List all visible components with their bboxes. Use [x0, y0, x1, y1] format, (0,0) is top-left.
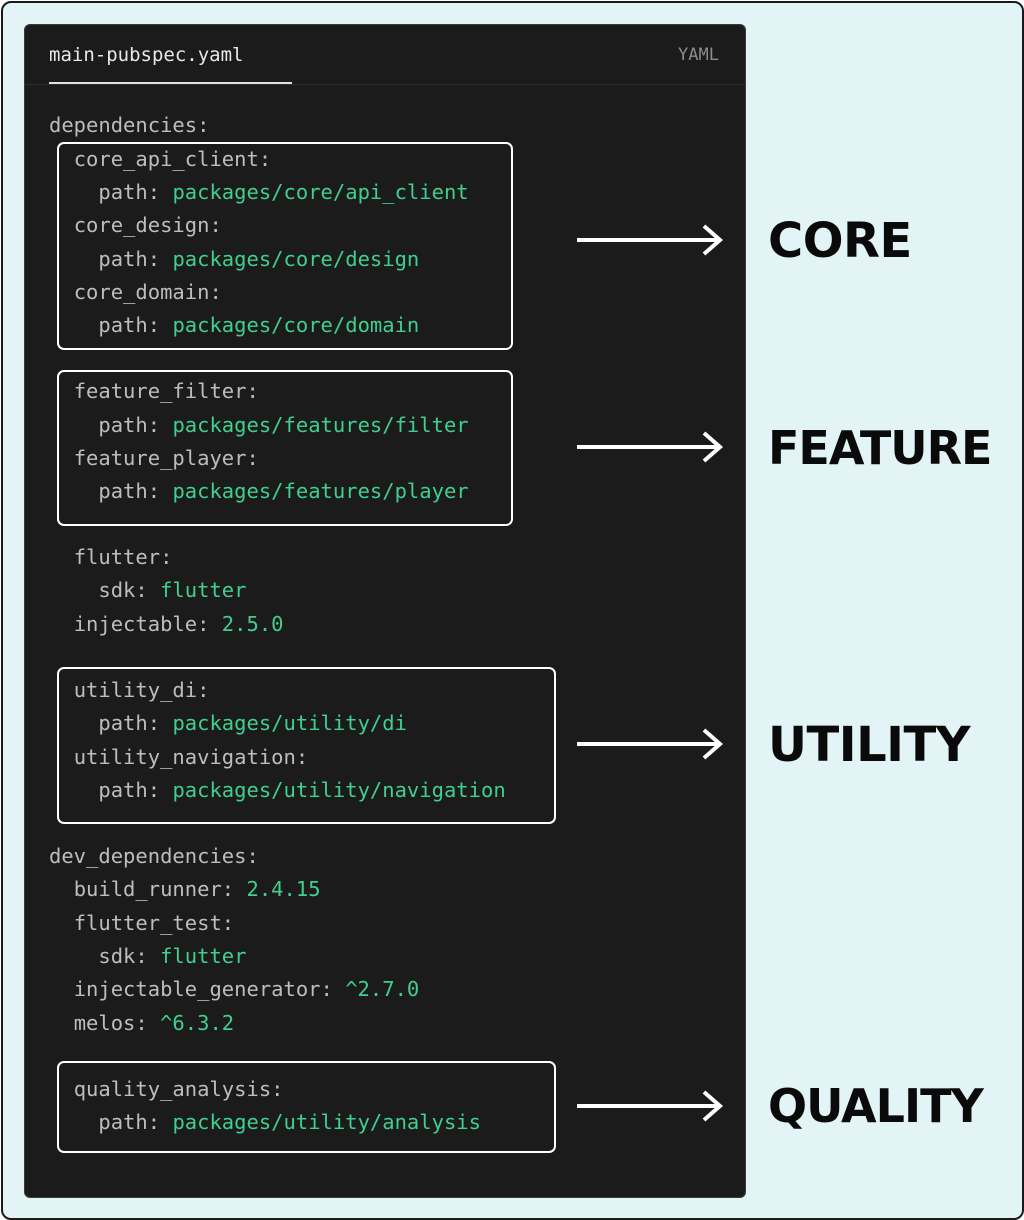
yaml-value: packages/features/player: [172, 479, 469, 503]
yaml-value: flutter: [160, 578, 247, 602]
code-line-quality-analysis: quality_analysis:: [49, 1075, 284, 1103]
yaml-key: path:: [98, 413, 161, 437]
yaml-value: packages/core/domain: [172, 313, 420, 337]
yaml-key: quality_analysis:: [73, 1077, 284, 1101]
language-label: YAML: [678, 45, 719, 65]
editor-header: main-pubspec.yaml YAML: [25, 25, 745, 85]
core-layer-label: CORE: [768, 213, 912, 269]
utility-layer-label: UTILITY: [768, 717, 971, 773]
yaml-value: packages/utility/di: [172, 711, 407, 735]
yaml-key: injectable:: [73, 612, 210, 636]
code-line-flutter-test: flutter_test:: [49, 909, 234, 937]
yaml-key: utility_di:: [73, 678, 210, 702]
yaml-key: dev_dependencies:: [49, 844, 259, 868]
yaml-value: ^2.7.0: [345, 977, 420, 1001]
code-line-utility-navigation: utility_navigation:: [49, 743, 309, 771]
yaml-key: feature_filter:: [73, 379, 259, 403]
code-line-utility-navigation-path: path: packages/utility/navigation: [49, 776, 506, 804]
core-arrow-icon: [577, 224, 724, 256]
quality-layer-label: QUALITY: [768, 1079, 984, 1133]
quality-packages-highlight: [57, 1061, 556, 1153]
code-line-feature-filter: feature_filter:: [49, 377, 259, 405]
yaml-key: path:: [98, 247, 161, 271]
code-line-utility-di-path: path: packages/utility/di: [49, 709, 407, 737]
code-line-dependencies: dependencies:: [49, 111, 209, 139]
code-line-utility-di: utility_di:: [49, 676, 210, 704]
yaml-value: 2.5.0: [221, 612, 284, 636]
yaml-key: path:: [98, 1110, 161, 1134]
code-line-feature-player-path: path: packages/features/player: [49, 477, 469, 505]
code-line-core-domain: core_domain:: [49, 278, 222, 306]
yaml-key: path:: [98, 313, 161, 337]
code-line-core-design: core_design:: [49, 211, 222, 239]
yaml-key: feature_player:: [73, 446, 259, 470]
yaml-key: sdk:: [98, 578, 148, 602]
yaml-key: utility_navigation:: [73, 745, 309, 769]
feature-arrow-icon: [577, 431, 724, 463]
code-line-core-design-path: path: packages/core/design: [49, 245, 419, 273]
code-line-core-api-client: core_api_client:: [49, 145, 271, 173]
code-line-flutter: flutter:: [49, 543, 173, 571]
yaml-key: path:: [98, 711, 161, 735]
yaml-value: flutter: [160, 944, 247, 968]
yaml-key: core_domain:: [73, 280, 222, 304]
code-editor-panel: main-pubspec.yaml YAML dependencies: cor…: [24, 24, 746, 1198]
code-line-flutter-test-sdk: sdk: flutter: [49, 942, 247, 970]
code-line-melos: melos: ^6.3.2: [49, 1009, 234, 1037]
code-line-build-runner: build_runner: 2.4.15: [49, 875, 321, 903]
feature-layer-label: FEATURE: [768, 421, 992, 475]
yaml-key: sdk:: [98, 944, 148, 968]
yaml-key: dependencies:: [49, 113, 210, 137]
yaml-value: packages/utility/navigation: [172, 778, 506, 802]
code-line-injectable: injectable: 2.5.0: [49, 610, 284, 638]
yaml-value: 2.4.15: [246, 877, 321, 901]
core-packages-highlight: [57, 142, 513, 350]
yaml-key: path:: [98, 180, 161, 204]
code-line-dev-dependencies: dev_dependencies:: [49, 842, 259, 870]
yaml-key: flutter:: [73, 545, 173, 569]
yaml-key: melos:: [73, 1011, 148, 1035]
yaml-key: path:: [98, 778, 161, 802]
yaml-key: core_api_client:: [73, 147, 272, 171]
yaml-key: core_design:: [73, 213, 222, 237]
code-line-core-domain-path: path: packages/core/domain: [49, 311, 419, 339]
active-tab-indicator: [49, 82, 292, 84]
yaml-key: injectable_generator:: [73, 977, 333, 1001]
yaml-key: path:: [98, 479, 161, 503]
code-line-injectable-generator: injectable_generator: ^2.7.0: [49, 975, 420, 1003]
yaml-value: packages/core/design: [172, 247, 420, 271]
yaml-value: packages/features/filter: [172, 413, 469, 437]
quality-arrow-icon: [577, 1090, 724, 1122]
code-line-flutter-sdk: sdk: flutter: [49, 576, 247, 604]
utility-packages-highlight: [57, 667, 556, 824]
feature-packages-highlight: [57, 370, 513, 526]
file-tab[interactable]: main-pubspec.yaml: [49, 44, 244, 66]
yaml-key: flutter_test:: [73, 911, 235, 935]
yaml-value: packages/core/api_client: [172, 180, 469, 204]
code-line-core-api-client-path: path: packages/core/api_client: [49, 178, 469, 206]
code-line-quality-analysis-path: path: packages/utility/analysis: [49, 1108, 481, 1136]
utility-arrow-icon: [577, 728, 724, 760]
yaml-value: packages/utility/analysis: [172, 1110, 481, 1134]
code-line-feature-player: feature_player:: [49, 444, 259, 472]
yaml-value: ^6.3.2: [160, 1011, 235, 1035]
yaml-key: build_runner:: [73, 877, 235, 901]
code-line-feature-filter-path: path: packages/features/filter: [49, 411, 469, 439]
